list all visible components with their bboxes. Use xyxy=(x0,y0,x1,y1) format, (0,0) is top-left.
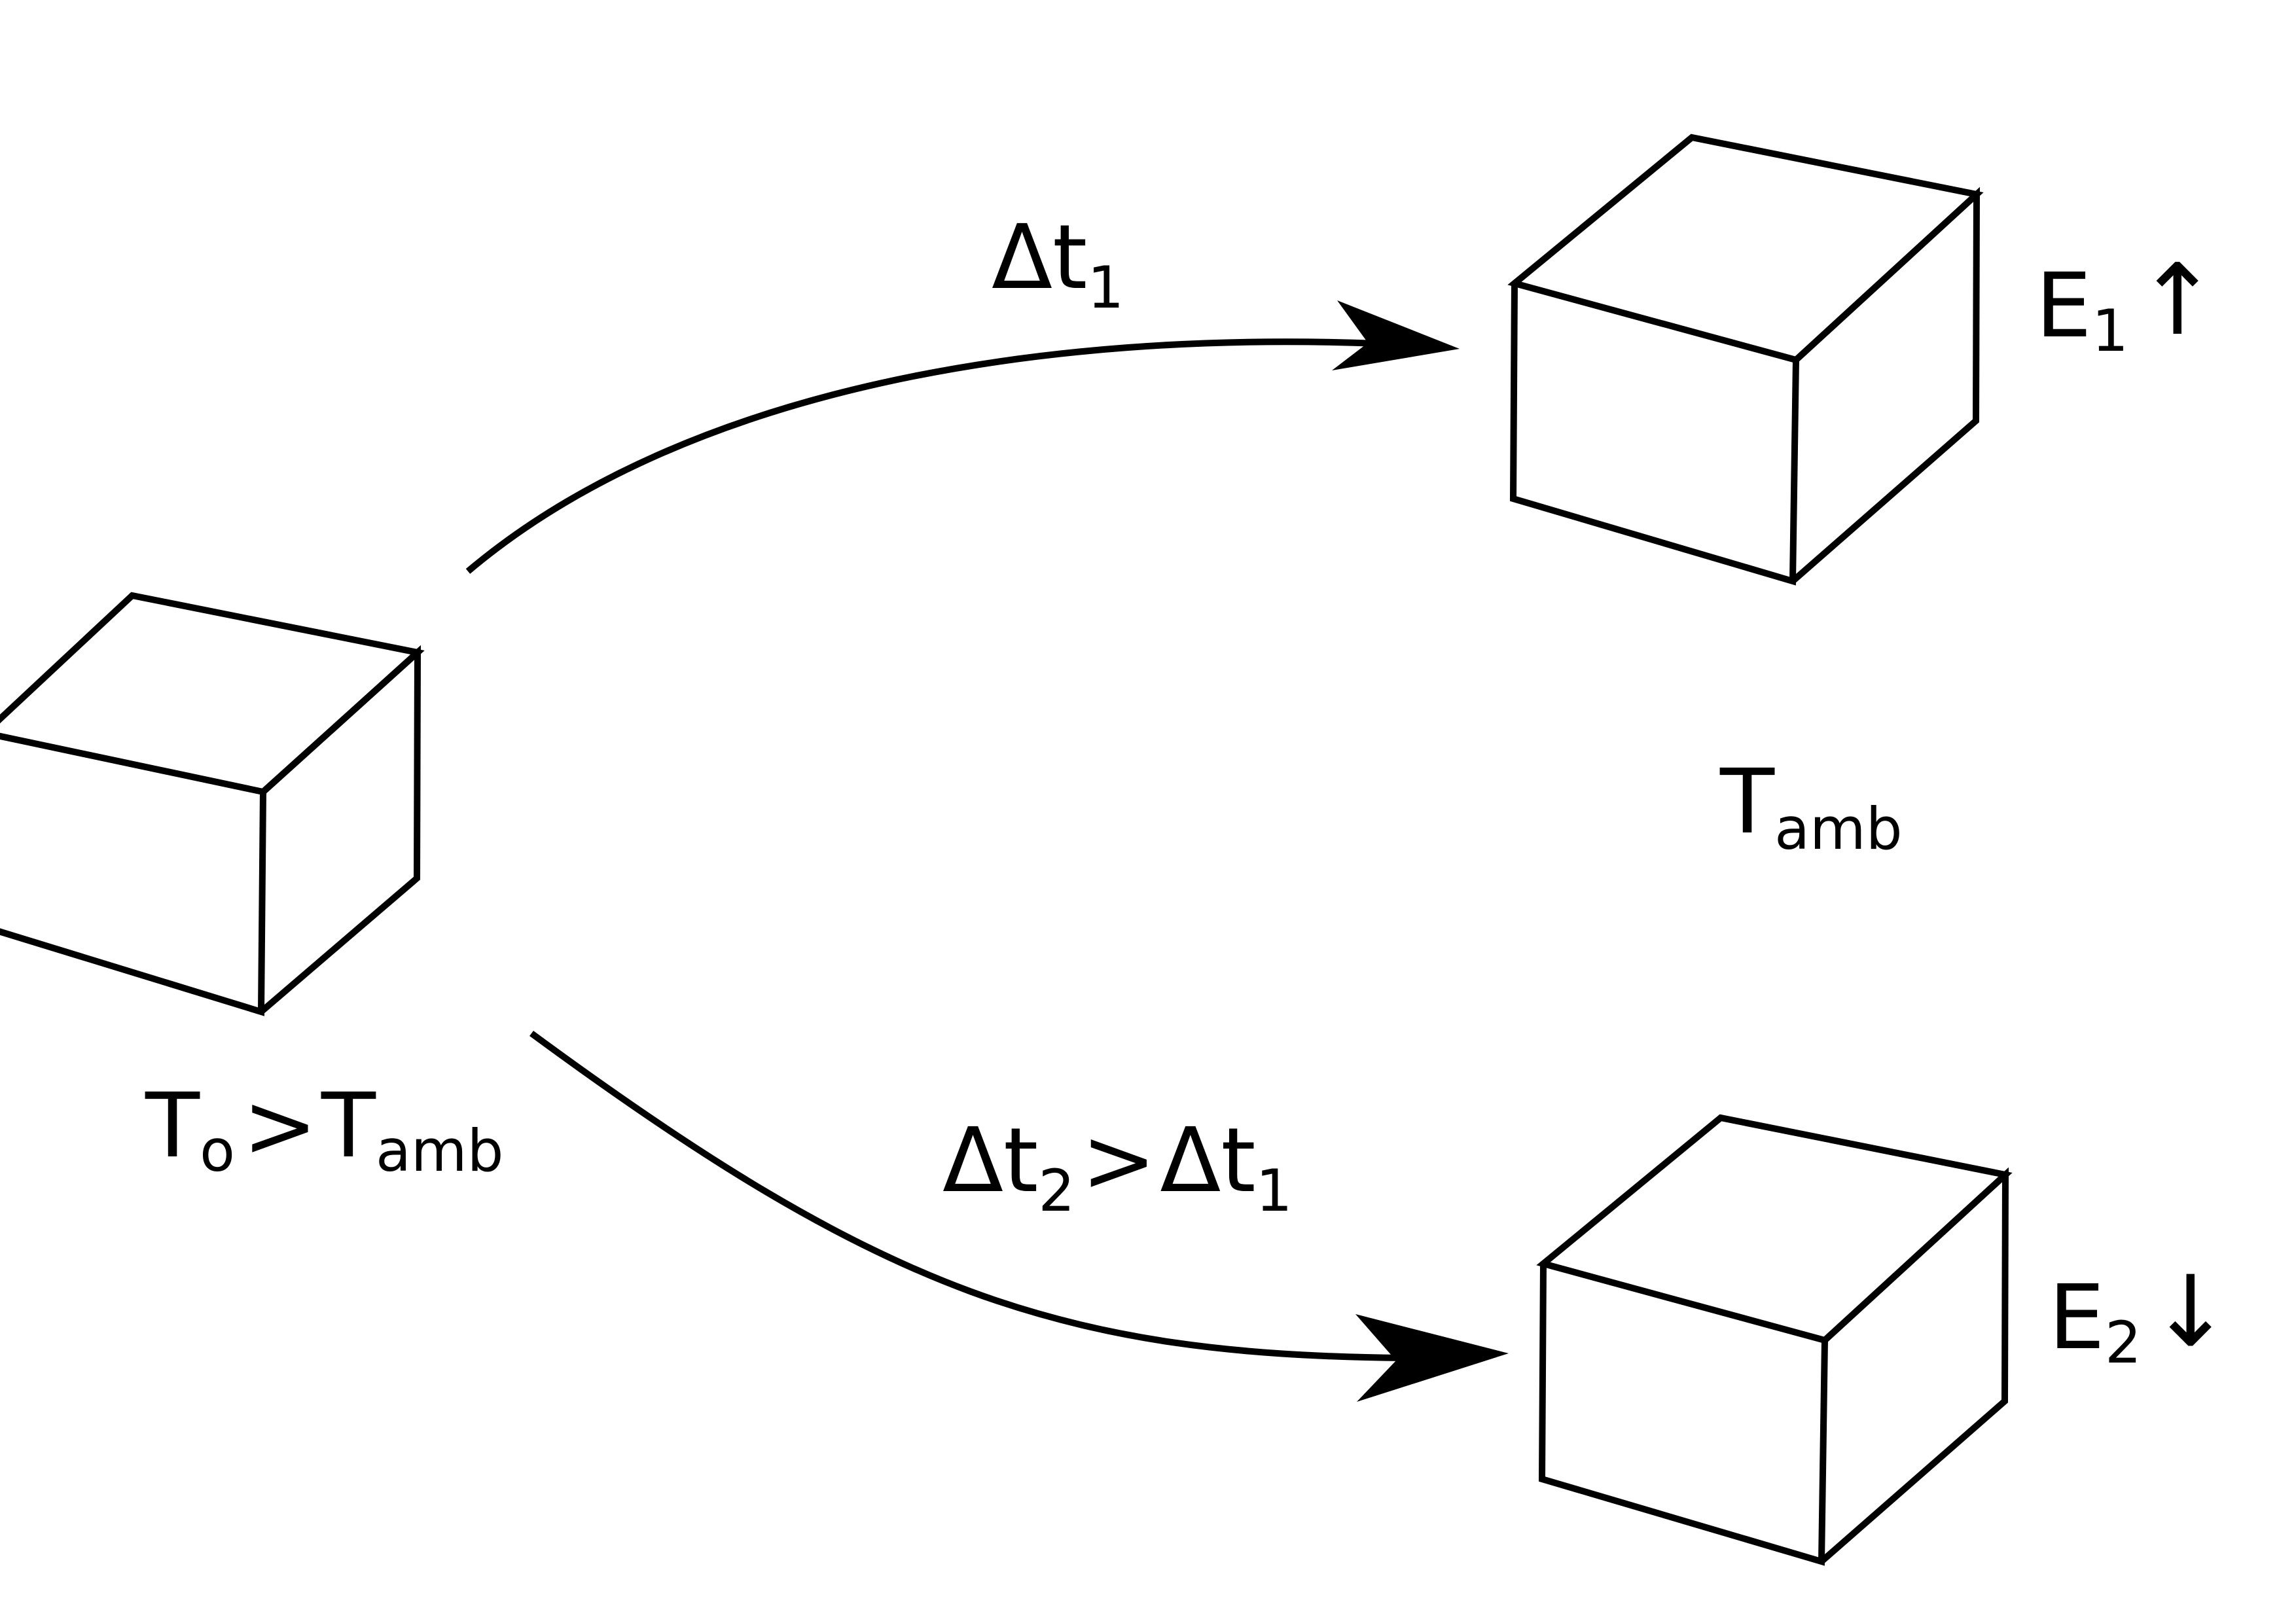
energy1-label: E1↑ xyxy=(2036,243,2219,365)
cube-front-face xyxy=(1538,1263,1828,1566)
path2-duration-label: Δt2>Δt1 xyxy=(942,1109,1293,1224)
cube-side-face xyxy=(259,645,422,1014)
cube-top-face xyxy=(0,592,425,796)
start-temperature-label: To>Tamb xyxy=(145,1075,503,1185)
cube-top-face xyxy=(1507,134,1984,364)
up-arrow-icon: ↑ xyxy=(2136,243,2219,357)
cube-top-face xyxy=(1536,1114,2013,1344)
ambient-temperature-label: Tamb xyxy=(1719,751,1903,863)
upper-cube xyxy=(1507,134,1984,586)
cube-side-face xyxy=(1819,1167,2009,1564)
cube-front-face xyxy=(0,791,266,1016)
lower-cube xyxy=(1536,1114,2013,1566)
energy2-label: E2↓ xyxy=(2049,1255,2232,1376)
down-arrow-icon: ↓ xyxy=(2149,1255,2232,1369)
cube-front-face xyxy=(1509,283,1799,586)
start-cube xyxy=(0,592,425,1016)
lower-transfer-arrowhead xyxy=(1355,1314,1509,1402)
upper-transfer-arrow-line xyxy=(465,338,1378,574)
path1-duration-label: Δt1 xyxy=(992,206,1124,321)
upper-transfer-arrowhead xyxy=(1332,300,1460,370)
lower-transfer-arrow-line xyxy=(529,1030,1405,1361)
cube-side-face xyxy=(1790,187,1981,584)
